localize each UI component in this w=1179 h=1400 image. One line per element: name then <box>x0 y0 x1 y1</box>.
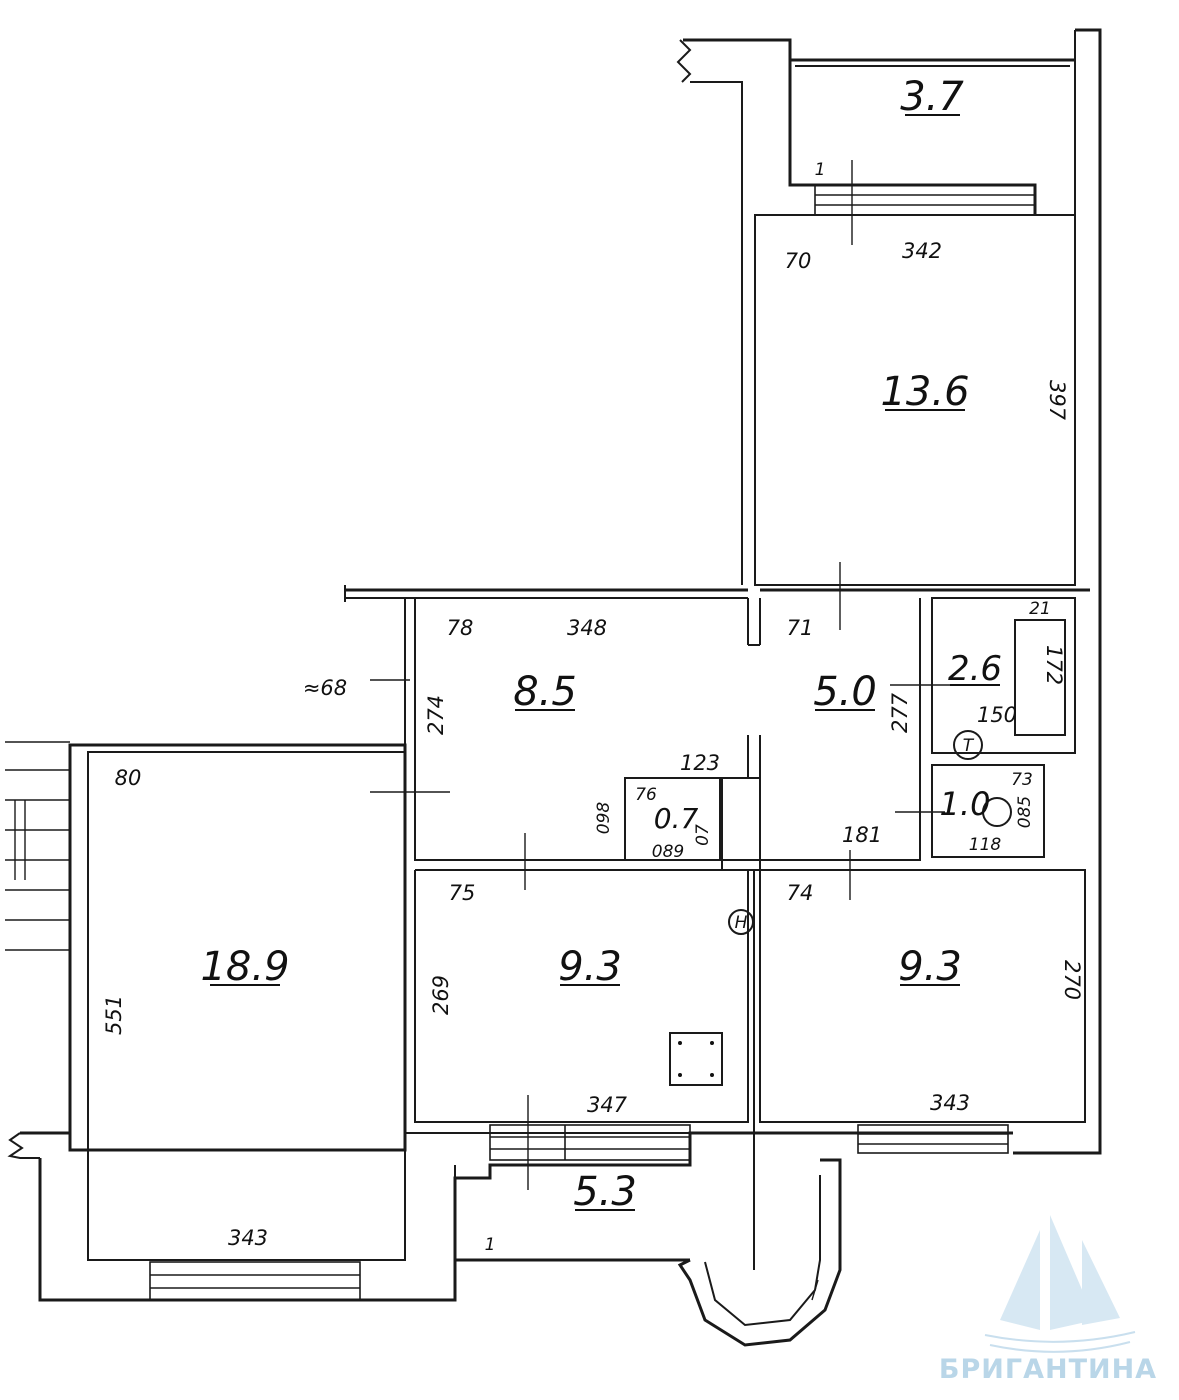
dim-270: 270 <box>1060 960 1084 1000</box>
area-loggia: 5.3 <box>573 1169 637 1215</box>
dim-172: 172 <box>1042 645 1066 685</box>
hot-water-symbol: Т <box>963 736 975 756</box>
upper-stub-break <box>676 39 692 83</box>
shaft <box>721 777 761 871</box>
room-areas: 3.7 13.6 8.5 5.0 2.6 1.0 0.7 18.9 9.3 9.… <box>200 74 1002 1215</box>
heater-icon <box>728 909 754 935</box>
dim-71: 71 <box>787 616 814 640</box>
upper-wall-stub-inner <box>690 81 743 585</box>
dim-551: 551 <box>102 995 126 1035</box>
break-left-bottom <box>7 1132 40 1159</box>
dim-80: 80 <box>115 766 142 790</box>
bathtub <box>1014 619 1066 736</box>
bath-outline <box>931 597 1076 754</box>
window-bedroom-right <box>857 1124 1009 1154</box>
area-bath: 2.6 <box>948 649 1002 689</box>
area-living: 18.9 <box>200 944 289 990</box>
watermark-logo: БРИГАНТИНА <box>939 1215 1157 1385</box>
dim-150: 150 <box>977 703 1017 727</box>
window-top <box>814 184 1036 216</box>
dim-347: 347 <box>587 1093 628 1117</box>
area-bedroom-top: 13.6 <box>880 369 969 415</box>
dim-274: 274 <box>424 695 448 735</box>
dim-397: 397 <box>1045 380 1069 421</box>
dim-343-living: 343 <box>228 1226 268 1250</box>
dim-1-top: 1 <box>815 160 826 180</box>
dim-269: 269 <box>429 975 453 1015</box>
area-corridor: 5.0 <box>813 669 877 715</box>
dim-123: 123 <box>680 751 720 775</box>
dimensions: 342 70 397 348 78 71 ≈68 274 277 21 172 … <box>102 160 1084 1255</box>
dim-343-right: 343 <box>930 1091 970 1115</box>
dim-342: 342 <box>902 239 942 263</box>
loggia-outer <box>677 1158 842 1347</box>
watermark-text: БРИГАНТИНА <box>939 1354 1157 1385</box>
stove-icon <box>669 1032 723 1086</box>
toilet-icon <box>982 797 1012 827</box>
dim-76: 76 <box>635 785 657 805</box>
dim-085: 085 <box>1015 796 1035 828</box>
area-hall: 8.5 <box>513 669 577 715</box>
area-bedroom-right: 9.3 <box>898 944 962 990</box>
area-balcony-top: 3.7 <box>900 74 964 120</box>
dim-1-bottom: 1 <box>485 1235 496 1255</box>
wc-outline <box>931 764 1045 858</box>
hot-water-icon <box>953 730 983 760</box>
loggia-inner-curve <box>704 1175 821 1327</box>
bottom-inner-line <box>404 1132 690 1260</box>
closet-outline <box>624 777 721 861</box>
ship-sail-icon <box>1000 1230 1040 1330</box>
fixtures: Т Н <box>669 730 1012 1086</box>
dim-089: 089 <box>652 842 684 862</box>
heater-symbol: Н <box>735 913 748 933</box>
window-kitchen <box>489 1124 691 1161</box>
dim-75: 75 <box>449 881 476 905</box>
dim-181: 181 <box>842 823 882 847</box>
window-living <box>149 1261 361 1301</box>
living-outer-wall <box>20 745 72 1135</box>
dim-07: 07 <box>693 824 713 846</box>
dim-78: 78 <box>447 616 474 640</box>
dim-348: 348 <box>567 616 607 640</box>
kitchen-outline <box>414 869 749 1123</box>
dim-74: 74 <box>787 881 814 905</box>
stairs-left <box>5 741 70 951</box>
dim-277: 277 <box>888 692 912 733</box>
outer-wall-right <box>1013 28 1102 1155</box>
dim-73: 73 <box>1011 770 1033 790</box>
door-ticks <box>370 160 965 1301</box>
dim-68: ≈68 <box>303 676 347 700</box>
dim-70: 70 <box>785 249 812 273</box>
dim-098: 098 <box>594 802 614 835</box>
dim-21: 21 <box>1029 599 1051 619</box>
area-kitchen: 9.3 <box>558 944 622 990</box>
living-inner <box>87 751 406 1261</box>
dim-118: 118 <box>969 835 1002 855</box>
area-wc: 1.0 <box>940 785 991 823</box>
bedroom-right-outline <box>759 869 1086 1123</box>
area-closet: 0.7 <box>654 802 699 835</box>
